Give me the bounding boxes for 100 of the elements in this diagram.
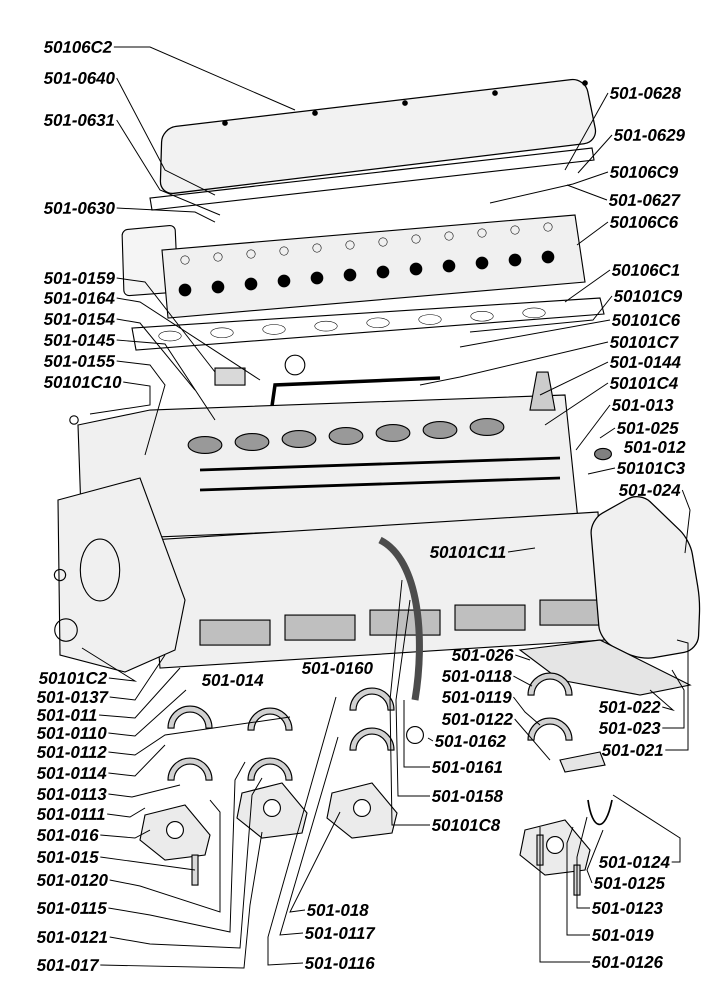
leader-line [116, 78, 216, 196]
part-number: 501-0122 [442, 713, 513, 725]
part-number: 501-023 [598, 722, 660, 734]
leader-line [576, 222, 608, 246]
part-number: 501-0627 [608, 194, 681, 206]
leader-line [404, 700, 430, 768]
part-number: 50101С11 [430, 546, 506, 558]
part-number: 501-0155 [44, 355, 116, 367]
part-number: 50101С7 [610, 336, 679, 348]
leader-line [116, 340, 216, 420]
leader-line [600, 428, 616, 438]
leader-line [564, 92, 608, 170]
leader-line [109, 654, 166, 701]
leader-line [420, 342, 608, 386]
part-number: 501-021 [602, 744, 663, 756]
leader-line [108, 716, 290, 756]
part-number: 501-0110 [36, 727, 107, 739]
part-number: 501-0154 [44, 313, 115, 325]
leader-line [116, 298, 260, 380]
part-number: 501-0124 [598, 856, 670, 868]
part-number: 501-0120 [36, 874, 108, 886]
part-number: 501-019 [592, 929, 654, 941]
leader-line [682, 490, 690, 554]
leader-line [490, 172, 608, 204]
leader-line [540, 362, 608, 396]
leader-line [508, 548, 536, 552]
part-number: 501-0119 [442, 691, 512, 703]
part-number: 501-0629 [614, 129, 685, 141]
leader-line [566, 826, 590, 936]
leader-line [98, 668, 180, 719]
part-number: 501-0137 [36, 691, 109, 703]
leader-line [578, 134, 612, 174]
leader-line [512, 696, 540, 726]
leader-line [109, 800, 220, 913]
part-number: 501-0159 [44, 272, 115, 284]
part-number: 501-018 [306, 904, 369, 916]
part-number: 501-0118 [442, 670, 512, 682]
leader-line [100, 856, 196, 870]
leader-line [664, 640, 688, 750]
leader-line [116, 208, 216, 222]
part-number: 501-0628 [610, 87, 681, 99]
part-number: 501-017 [36, 959, 100, 971]
leader-line [116, 278, 216, 372]
part-number: 501-013 [612, 399, 674, 411]
part-number: 501-016 [36, 829, 99, 841]
part-number: 501-0114 [36, 767, 106, 779]
part-number: 50106С6 [610, 216, 678, 228]
leader-line [540, 826, 590, 962]
part-number: 50101С6 [612, 314, 680, 326]
part-number: 501-0111 [36, 808, 105, 820]
leader-line [116, 120, 220, 216]
part-number: 501-0631 [44, 114, 114, 126]
part-number: 50101С3 [616, 462, 685, 474]
leader-line [116, 360, 166, 456]
part-number: 501-0126 [592, 956, 664, 968]
leader-line [544, 382, 608, 426]
leader-line [662, 670, 684, 728]
leader-line [514, 654, 530, 660]
leader-line [100, 830, 150, 838]
leader-line [514, 718, 550, 760]
leader-line [90, 382, 150, 414]
leader-line [116, 318, 196, 390]
leader-line [108, 744, 166, 777]
part-number: 501-0113 [36, 788, 107, 800]
leader-line [268, 696, 336, 966]
part-number: 501-022 [598, 701, 660, 713]
part-number: 501-0144 [610, 356, 681, 368]
leader-line [108, 784, 180, 798]
part-number: 501-025 [616, 422, 679, 434]
part-number: 501-0164 [44, 292, 115, 304]
part-number: 501-0115 [36, 902, 107, 914]
part-number: 501-014 [202, 674, 264, 686]
leader-line [108, 762, 246, 933]
leader-line [512, 676, 532, 686]
leader-line [108, 690, 186, 737]
part-number: 501-0116 [304, 957, 375, 969]
leader-line [612, 794, 680, 862]
part-number: 50101С9 [614, 290, 682, 302]
leader-line [279, 736, 338, 936]
part-number: 50106С1 [612, 264, 680, 276]
leader-line [650, 690, 675, 712]
part-number: 501-015 [36, 851, 99, 863]
leader-line [106, 808, 146, 818]
part-number: 50106С2 [44, 41, 112, 53]
leader-line [566, 184, 608, 200]
part-number: 501-0640 [44, 72, 115, 84]
part-number: 501-0123 [592, 902, 663, 914]
leader-line [576, 404, 610, 450]
part-number: 501-026 [452, 649, 514, 661]
part-number: 501-011 [36, 709, 96, 721]
part-number: 501-0160 [302, 662, 373, 674]
leader-line [390, 580, 430, 826]
leader-line [396, 600, 430, 796]
leader-line [588, 468, 616, 474]
leader-line [460, 320, 610, 348]
part-number: 50101С10 [44, 376, 122, 388]
part-number: 50101С2 [38, 672, 107, 684]
part-number: 501-0161 [432, 761, 502, 773]
part-number: 501-024 [618, 484, 680, 496]
leader-line [82, 648, 138, 682]
